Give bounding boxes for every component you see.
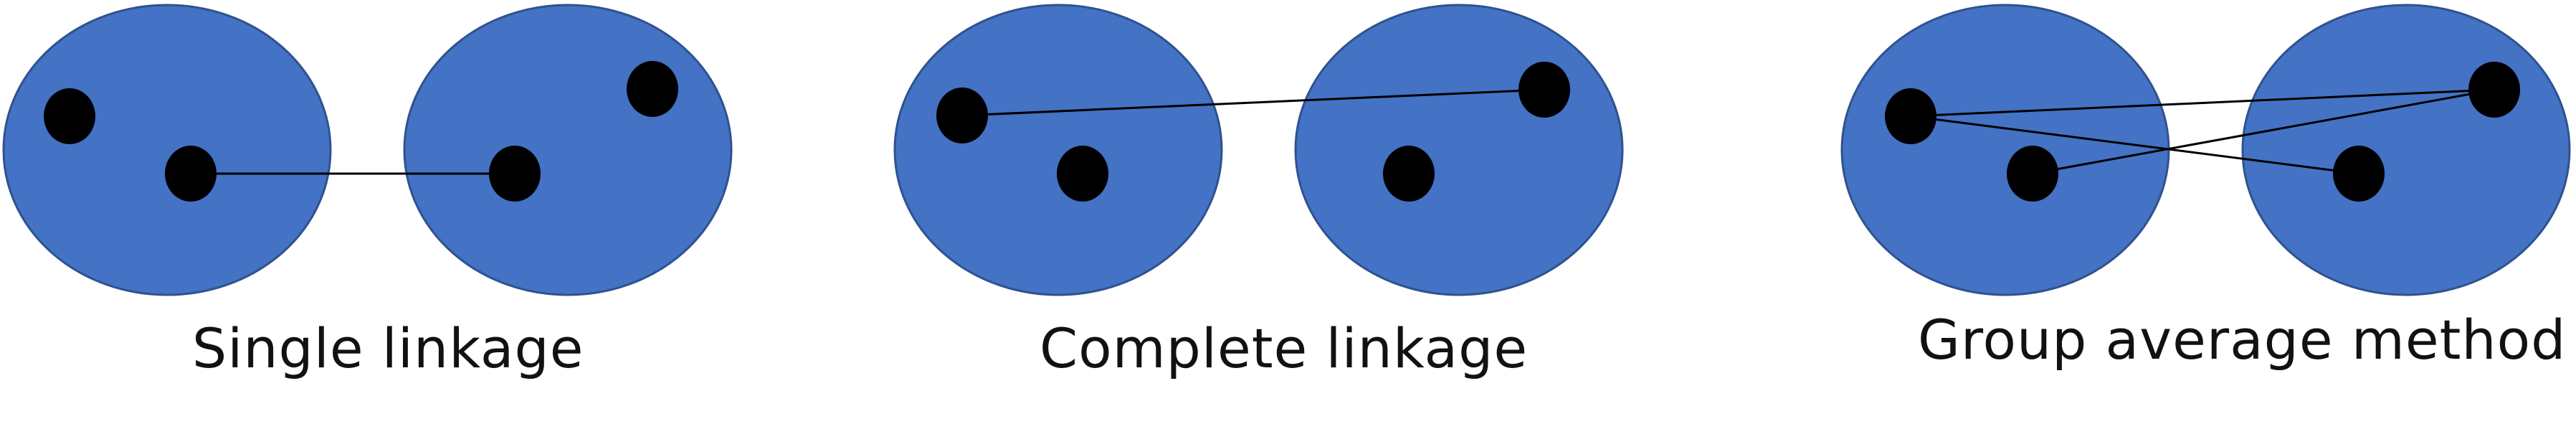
cluster-right [403,4,733,296]
point [44,88,95,144]
cluster-left [893,4,1223,296]
point [2333,146,2385,202]
complete-linkage-caption: Complete linkage [1040,316,1529,380]
average-link-line [2032,88,2495,175]
cluster-right [1294,4,1624,296]
point [2007,146,2058,202]
single-linkage-panel: Single linkage [0,0,738,424]
point [165,146,217,202]
point [2468,62,2520,118]
average-link-line [1910,115,2359,175]
single-linkage-graphic [2,4,733,296]
group-average-caption: Group average method [1918,308,2567,372]
group-average-graphic [1840,4,2571,296]
point [936,88,988,143]
cluster-right [2241,4,2571,296]
point [1057,146,1108,202]
group-average-panel: Group average method [1839,0,2576,424]
single-linkage-caption: Single linkage [192,316,584,380]
complete-linkage-panel: Complete linkage [889,0,1635,424]
cluster-left [2,4,332,296]
point [1383,146,1435,202]
complete-link-line [961,88,1545,117]
cluster-left [1840,4,2170,296]
average-link-line [1910,88,2495,118]
point [1885,88,1936,144]
point [1518,62,1570,118]
complete-linkage-graphic [893,4,1624,296]
point [627,61,678,117]
point [489,146,541,202]
